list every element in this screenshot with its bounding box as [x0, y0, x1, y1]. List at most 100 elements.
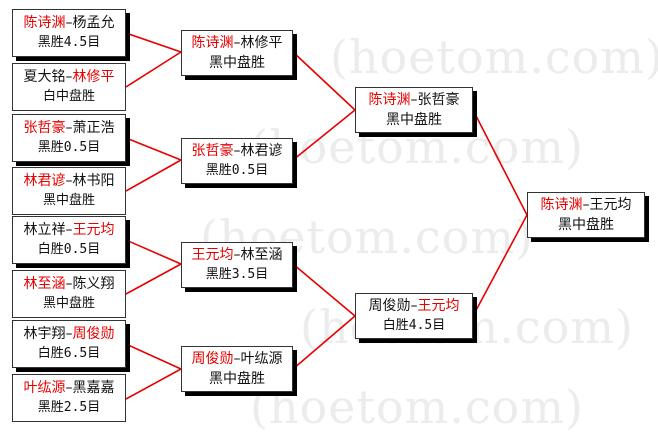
- match-result: 黑中盘胜: [386, 112, 442, 128]
- match-result: 黑中盘胜: [558, 217, 614, 233]
- match-players: 叶纮源–黑嘉嘉: [13, 378, 125, 398]
- match-players: 周俊勋–王元均: [356, 296, 472, 316]
- match-result: 白胜4.5目: [382, 318, 446, 333]
- match-players: 林君谚–林书阳: [13, 171, 125, 191]
- player-1: 林立祥: [23, 222, 66, 238]
- match-players: 张哲豪–林君谚: [182, 141, 292, 161]
- player-1: 张哲豪: [191, 143, 234, 159]
- player-1: 林君谚: [23, 173, 66, 189]
- connector-line: [125, 343, 182, 370]
- match-result: 黑中盘胜: [42, 296, 95, 311]
- separator: –: [233, 351, 241, 367]
- match-box-r1-2: 夏大铭–林修平 白中盘胜: [12, 63, 126, 111]
- match-box-r1-7: 林宇翔–周俊勋 白胜6.5目: [12, 320, 126, 368]
- player-1: 周俊勋: [368, 298, 411, 314]
- match-result: 黑胜4.5目: [37, 35, 101, 50]
- match-result: 白胜6.5目: [37, 346, 101, 361]
- match-players: 陈诗渊–杨孟允: [13, 13, 125, 33]
- match-result: 黑胜0.5目: [205, 163, 269, 178]
- connector-line: [472, 109, 528, 216]
- match-box-r2-4: 周俊勋–叶纮源 黑中盘胜: [181, 346, 293, 392]
- match-players: 张哲豪–萧正浩: [13, 118, 125, 138]
- player-2: 黑嘉嘉: [72, 380, 115, 396]
- player-2: 林修平: [72, 69, 115, 85]
- match-box-r3-2: 周俊勋–王元均 白胜4.5目: [355, 293, 473, 339]
- player-2: 王元均: [72, 222, 115, 238]
- player-1: 林宇翔: [23, 326, 66, 342]
- separator: –: [233, 35, 241, 51]
- player-2: 林君谚: [240, 143, 283, 159]
- separator: –: [410, 92, 418, 108]
- player-2: 林书阳: [72, 173, 115, 189]
- separator: –: [65, 222, 73, 238]
- match-players: 周俊勋–叶纮源: [182, 349, 292, 369]
- match-box-r1-1: 陈诗渊–杨孟允 黑胜4.5目: [12, 9, 126, 57]
- separator: –: [582, 197, 590, 213]
- match-result: 白胜0.5目: [37, 242, 101, 257]
- connector-line: [292, 315, 356, 370]
- player-1: 陈诗渊: [368, 92, 411, 108]
- connector-line: [125, 368, 182, 400]
- match-players: 王元均–林至涵: [182, 245, 292, 265]
- separator: –: [65, 69, 73, 85]
- separator: –: [65, 380, 73, 396]
- match-players: 林立祥–王元均: [13, 220, 125, 240]
- player-2: 林修平: [240, 35, 283, 51]
- connector-line: [292, 51, 356, 111]
- player-2: 王元均: [589, 197, 632, 213]
- player-1: 周俊勋: [191, 351, 234, 367]
- separator: –: [410, 298, 418, 314]
- player-2: 杨孟允: [72, 15, 115, 31]
- separator: –: [65, 173, 73, 189]
- match-players: 陈诗渊–王元均: [528, 195, 644, 215]
- match-players: 林宇翔–周俊勋: [13, 324, 125, 344]
- player-2: 张哲豪: [417, 92, 460, 108]
- connector-line: [125, 32, 182, 53]
- match-box-r1-6: 林至涵–陈义翔 黑中盘胜: [12, 270, 126, 318]
- player-2: 叶纮源: [240, 351, 283, 367]
- player-2: 周俊勋: [72, 326, 115, 342]
- match-result: 黑中盘胜: [209, 371, 265, 387]
- player-1: 陈诗渊: [540, 197, 583, 213]
- match-result: 黑中盘胜: [42, 193, 95, 208]
- connector-line: [292, 263, 356, 317]
- match-result: 黑胜3.5目: [205, 267, 269, 282]
- player-2: 王元均: [417, 298, 460, 314]
- separator: –: [65, 276, 73, 292]
- separator: –: [233, 143, 241, 159]
- match-players: 陈诗渊–张哲豪: [356, 90, 472, 110]
- connector-line: [125, 137, 182, 161]
- player-1: 张哲豪: [23, 120, 66, 136]
- connector-line: [125, 263, 182, 295]
- match-result: 黑中盘胜: [209, 55, 265, 71]
- separator: –: [65, 15, 73, 31]
- player-1: 王元均: [191, 247, 234, 263]
- match-box-r1-5: 林立祥–王元均 白胜0.5目: [12, 216, 126, 264]
- match-box-r1-4: 林君谚–林书阳 黑中盘胜: [12, 167, 126, 215]
- match-result: 黑胜0.5目: [37, 140, 101, 155]
- match-box-r1-8: 叶纮源–黑嘉嘉 黑胜2.5目: [12, 374, 126, 422]
- connector-line: [472, 214, 528, 317]
- match-box-r3-1: 陈诗渊–张哲豪 黑中盘胜: [355, 87, 473, 133]
- connector-line: [292, 109, 356, 161]
- match-box-r2-2: 张哲豪–林君谚 黑胜0.5目: [181, 138, 293, 184]
- player-2: 林至涵: [240, 247, 283, 263]
- connector-line: [125, 159, 182, 192]
- match-box-r2-3: 王元均–林至涵 黑胜3.5目: [181, 242, 293, 288]
- player-1: 夏大铭: [23, 69, 66, 85]
- match-box-r2-1: 陈诗渊–林修平 黑中盘胜: [181, 30, 293, 76]
- match-result: 黑胜2.5目: [37, 400, 101, 415]
- match-players: 林至涵–陈义翔: [13, 274, 125, 294]
- player-1: 林至涵: [23, 276, 66, 292]
- player-2: 陈义翔: [72, 276, 115, 292]
- connector-line: [125, 239, 182, 265]
- match-box-r1-3: 张哲豪–萧正浩 黑胜0.5目: [12, 114, 126, 162]
- player-1: 陈诗渊: [191, 35, 234, 51]
- player-1: 叶纮源: [23, 380, 66, 396]
- match-box-final: 陈诗渊–王元均 黑中盘胜: [527, 192, 645, 238]
- match-result: 白中盘胜: [42, 89, 95, 104]
- separator: –: [233, 247, 241, 263]
- player-1: 陈诗渊: [23, 15, 66, 31]
- match-players: 夏大铭–林修平: [13, 67, 125, 87]
